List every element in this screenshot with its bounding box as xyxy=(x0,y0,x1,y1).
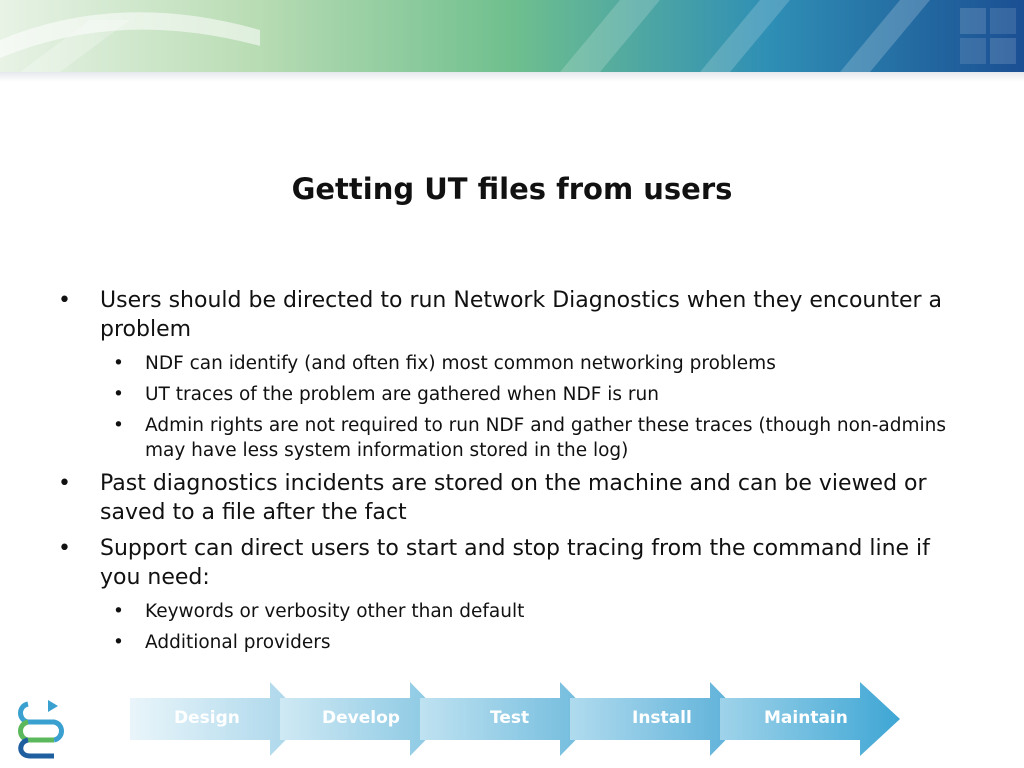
banner-shadow xyxy=(0,72,1024,82)
bullet-dot: • xyxy=(113,415,124,436)
process-step-install: Install xyxy=(632,708,692,728)
slide-title: Getting UT files from users xyxy=(291,172,733,206)
bullet-dot: • xyxy=(113,384,124,405)
slide-body: • Users should be directed to run Networ… xyxy=(58,286,968,661)
bullet-dot: • xyxy=(113,632,124,653)
process-step-maintain: Maintain xyxy=(764,708,848,728)
sub-bullet-1-3: • Admin rights are not required to run N… xyxy=(113,415,946,461)
top-banner xyxy=(0,0,1024,72)
sub-bullet-3-2: • Additional providers xyxy=(113,632,331,653)
process-arrow-design xyxy=(130,682,306,756)
process-arrow-maintain xyxy=(720,682,900,756)
process-arrows: Design Develop Test Install Maintain xyxy=(120,678,910,760)
lifecycle-logo-icon xyxy=(14,698,68,760)
bullet-1: • Users should be directed to run Networ… xyxy=(58,288,942,342)
sub-bullet-3-1: • Keywords or verbosity other than defau… xyxy=(113,601,525,622)
bullet-dot: • xyxy=(58,536,71,561)
sub-bullet-1-2: • UT traces of the problem are gathered … xyxy=(113,384,659,405)
bullet-dot: • xyxy=(113,601,124,622)
bullet-2: • Past diagnostics incidents are stored … xyxy=(58,471,927,525)
process-arrow-install xyxy=(570,682,746,756)
bullet-3: • Support can direct users to start and … xyxy=(58,536,930,590)
process-step-design: Design xyxy=(174,708,240,728)
process-arrow-test xyxy=(420,682,596,756)
bullet-dot: • xyxy=(113,353,124,374)
process-step-develop: Develop xyxy=(322,708,400,728)
bullet-dot: • xyxy=(58,288,71,313)
process-arrow-develop xyxy=(280,682,446,756)
bullet-dot: • xyxy=(58,471,71,496)
process-step-test: Test xyxy=(490,708,530,728)
sub-bullet-1-1: • NDF can identify (and often fix) most … xyxy=(113,353,776,374)
